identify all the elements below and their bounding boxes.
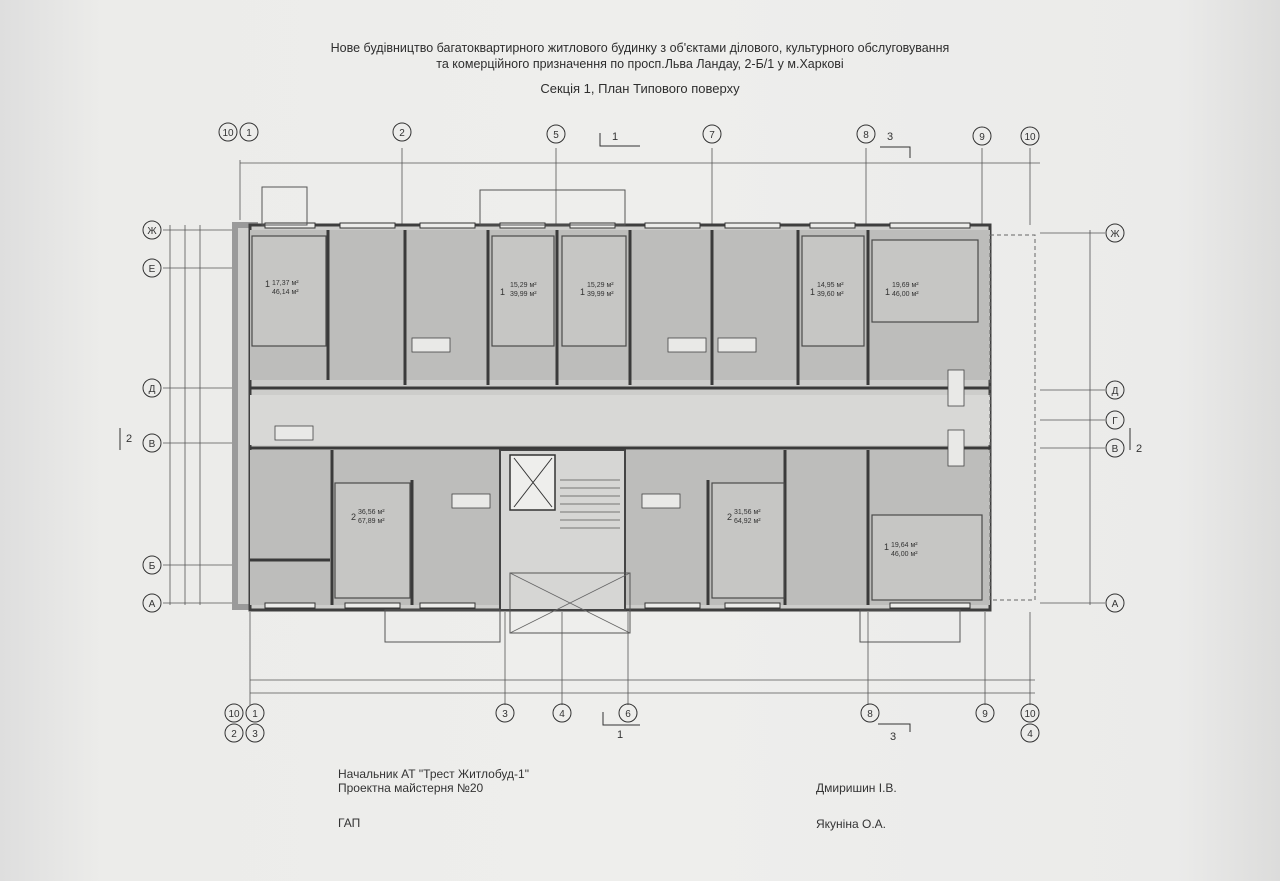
axis-label: Б (149, 561, 156, 572)
axis-label: Д (149, 384, 156, 395)
axis-label: 1 (246, 128, 252, 139)
right-axis-labels: Ж Д Г В А (1110, 229, 1120, 610)
section-label: 3 (887, 131, 893, 143)
apt-area-total: 39,99 м² (510, 291, 537, 298)
apt-rooms: 1 (885, 287, 890, 297)
left-dimension-lines (163, 225, 240, 605)
axis-label: Д (1112, 386, 1119, 397)
apt-area-living: 15,29 м² (510, 282, 537, 289)
apt-area-living: 15,29 м² (587, 282, 614, 289)
apt-area-living: 14,95 м² (817, 282, 844, 289)
apt-area-total: 39,99 м² (587, 291, 614, 298)
axis-label: 4 (559, 709, 565, 720)
bottom-axis-labels: 10 1 3 4 6 8 9 10 2 3 4 (228, 709, 1036, 740)
head-of-company: Начальник АТ "Трест Житлобуд-1" (338, 767, 529, 781)
right-dimension-lines (1040, 230, 1105, 605)
axis-label: 10 (228, 709, 240, 720)
axis-label: 9 (979, 132, 985, 143)
apt-area-total: 46,00 м² (892, 291, 919, 298)
apt-rooms: 2 (727, 512, 732, 522)
apt-rooms: 1 (884, 542, 889, 552)
axis-label: 7 (709, 130, 715, 141)
apt-rooms: 2 (351, 512, 356, 522)
axis-label: 10 (222, 128, 234, 139)
apt-area-total: 46,14 м² (272, 289, 299, 296)
project-title-line2: та комерційного призначення по просп.Льв… (436, 57, 844, 71)
project-title-line1: Нове будівництво багатоквартирного житло… (330, 41, 950, 55)
section-marks (119, 133, 1131, 732)
apt-area-total: 64,92 м² (734, 518, 761, 525)
apt-area-living: 31,56 м² (734, 509, 761, 516)
building-walls (232, 186, 1036, 643)
apt-area-living: 17,37 м² (272, 280, 299, 287)
axis-label: 9 (982, 709, 988, 720)
top-axis-markers (218, 122, 1040, 146)
section-mark-labels: 1 3 2 2 1 3 (126, 131, 1142, 743)
apartment-labels: 1 17,37 м² 46,14 м² 1 15,29 м² 39,99 м² … (265, 279, 919, 558)
axis-label: 10 (1024, 132, 1036, 143)
apt-rooms: 1 (580, 287, 585, 297)
axis-label: 4 (1027, 729, 1033, 740)
axis-label: Ж (1110, 229, 1120, 240)
axis-label: 5 (553, 130, 559, 141)
top-dimension-lines (239, 148, 1040, 225)
section-label: 2 (1136, 443, 1142, 455)
axis-label: 2 (399, 128, 405, 139)
axis-label: А (1112, 599, 1119, 610)
design-workshop: Проектна майстерня №20 (338, 781, 484, 795)
axis-label: 2 (231, 729, 237, 740)
axis-label: 1 (252, 709, 258, 720)
apt-area-living: 19,69 м² (892, 282, 919, 289)
section-label: 1 (617, 729, 623, 741)
signatory-name-1: Дмиришин І.В. (816, 781, 897, 795)
section-label: 2 (126, 433, 132, 445)
left-axis-markers (142, 220, 162, 613)
apt-area-total: 67,89 м² (358, 518, 385, 525)
gap-label: ГАП (338, 816, 361, 830)
axis-label: Ж (147, 226, 157, 237)
section-label: 1 (612, 131, 618, 143)
axis-label: 3 (502, 709, 508, 720)
left-axis-labels: Ж Е Д В Б А (147, 226, 157, 610)
apt-rooms: 1 (500, 287, 505, 297)
axis-label: 10 (1024, 709, 1036, 720)
apt-area-living: 36,56 м² (358, 509, 385, 516)
axis-label: 8 (863, 130, 869, 141)
apt-area-total: 39,60 м² (817, 291, 844, 298)
axis-label: 3 (252, 729, 258, 740)
bottom-dimension-lines (249, 612, 1035, 705)
axis-label: 8 (867, 709, 873, 720)
top-axis-labels: 10 1 2 5 7 8 9 10 (222, 128, 1036, 143)
apt-rooms: 1 (810, 287, 815, 297)
bottom-axis-markers (224, 703, 1040, 743)
section-label: 3 (890, 731, 896, 743)
signatory-name-2: Якуніна О.А. (816, 817, 886, 831)
axis-label: Е (149, 264, 156, 275)
axis-label: В (149, 439, 156, 450)
apt-area-total: 46,00 м² (891, 551, 918, 558)
apt-area-living: 19,64 м² (891, 542, 918, 549)
section-title: Секція 1, План Типового поверху (540, 81, 740, 96)
right-axis-markers (1105, 223, 1125, 613)
axis-label: 6 (625, 709, 631, 720)
axis-label: Г (1112, 416, 1118, 427)
axis-label: А (149, 599, 156, 610)
axis-label: В (1112, 444, 1119, 455)
apt-rooms: 1 (265, 279, 270, 289)
